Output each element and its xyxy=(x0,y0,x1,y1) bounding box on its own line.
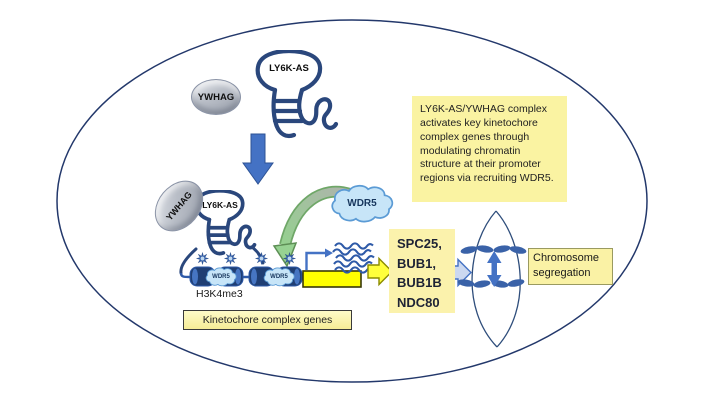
h3k4me3-star-icon xyxy=(196,252,209,265)
chromosome-blobs-top xyxy=(460,245,527,254)
wdr5-label-free: WDR5 xyxy=(347,197,377,209)
rna-tail-to-chromatin xyxy=(250,245,265,265)
gene-promoter-box xyxy=(302,270,362,288)
transcription-arrow-head xyxy=(325,248,333,258)
annotation-box: LY6K-AS/YWHAG complex activates key kine… xyxy=(412,96,567,202)
ywhag-protein-top: YWHAG xyxy=(191,79,241,115)
ly6k-as-label-top: LY6K-AS xyxy=(269,62,309,74)
rna-tail-left-drape xyxy=(179,247,198,275)
mitotic-spindle xyxy=(471,210,521,348)
h3k4me3-star-icon xyxy=(283,252,296,265)
h3k4me3-star-icon xyxy=(255,252,268,265)
segregation-double-arrow-icon xyxy=(487,251,502,287)
h3k4me3-label: H3K4me3 xyxy=(196,288,243,300)
wdr5-label-left: WDR5 xyxy=(212,274,230,280)
green-arrow-head-icon xyxy=(272,242,298,268)
gene-list-box: SPC25, BUB1, BUB1B NDC80 xyxy=(389,229,455,313)
yellow-block-arrow-icon xyxy=(367,256,393,287)
chromosome-segregation-box: Chromosome segregation xyxy=(528,248,613,285)
kinetochore-caption-box: Kinetochore complex genes xyxy=(183,310,352,330)
h3k4me3-star-icon xyxy=(224,252,237,265)
transcription-arrow-icon xyxy=(305,251,325,270)
wdr5-label-right: WDR5 xyxy=(270,274,288,280)
cell-boundary xyxy=(56,19,648,383)
ly6k-as-label-complex: LY6K-AS xyxy=(202,200,238,210)
down-arrow-icon xyxy=(242,133,274,185)
